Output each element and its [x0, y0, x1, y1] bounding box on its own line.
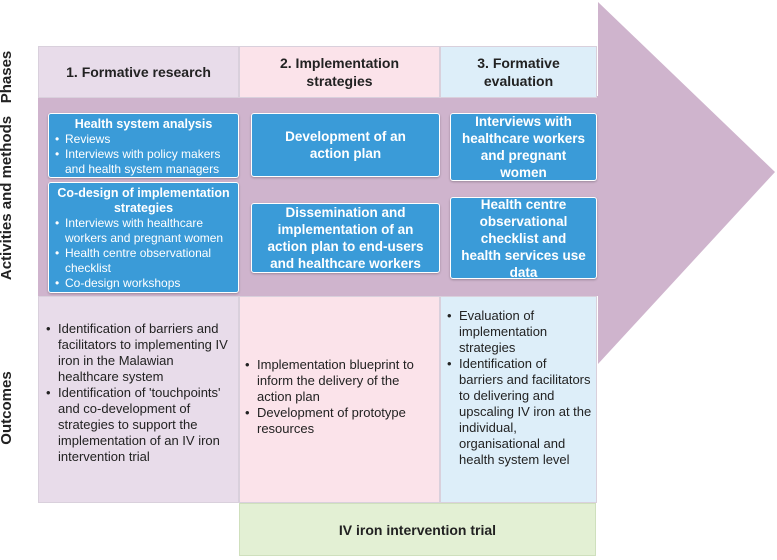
activity-item: Interviews with policy makers and health… — [55, 147, 232, 177]
activity-interviews: Interviews with healthcare workers and p… — [450, 113, 597, 181]
activity-action-plan: Development of an action plan — [251, 113, 440, 177]
activity-item: Interviews with healthcare workers and p… — [55, 216, 232, 246]
activity-title: Health system analysis — [74, 117, 213, 131]
activity-text: Health centre observational checklist an… — [461, 196, 586, 280]
outcome-item: Evaluation of implementation strategies — [447, 308, 593, 356]
activity-title: Co-design of implementation strategies — [57, 186, 230, 215]
activity-text: Dissemination and implementation of an a… — [267, 205, 424, 271]
outcome-item: Identification of barriers and facilitat… — [46, 321, 234, 385]
activity-text: Interviews with healthcare workers and p… — [461, 114, 586, 180]
outcome-item: Identification of 'touchpoints' and co-d… — [46, 385, 234, 465]
phase-header-2: 2. Implementation strategies — [239, 46, 440, 98]
phase-label: 3. Formative evaluation — [477, 55, 560, 89]
outcomes-list-3: Evaluation of implementation strategies … — [447, 308, 593, 468]
activity-text: Development of an action plan — [285, 129, 406, 161]
activity-health-system-analysis: Health system analysis Reviews Interview… — [48, 113, 239, 178]
outcomes-list-2: Implementation blueprint to inform the d… — [245, 357, 435, 437]
activity-item: Co-design workshops — [55, 276, 232, 291]
outcomes-list-1: Identification of barriers and facilitat… — [46, 321, 234, 465]
outcome-item: Development of prototype resources — [245, 405, 435, 437]
phase-label: 2. Implementation strategies — [279, 55, 400, 89]
row-label-outcomes: Outcomes — [0, 371, 15, 445]
phase-label: 1. Formative research — [66, 64, 211, 80]
phase-header-3: 3. Formative evaluation — [440, 46, 597, 98]
iv-iron-trial-box: IV iron intervention trial — [239, 503, 596, 556]
outcome-item: Implementation blueprint to inform the d… — [245, 357, 435, 405]
outcome-item: Identification of barriers and facilitat… — [447, 356, 593, 468]
row-label-activities: Activities and methods — [0, 115, 15, 281]
activity-co-design: Co-design of implementation strategies I… — [48, 182, 239, 293]
iv-iron-trial-label: IV iron intervention trial — [338, 521, 497, 538]
activity-observational-checklist: Health centre observational checklist an… — [450, 196, 597, 280]
activity-dissemination: Dissemination and implementation of an a… — [251, 203, 440, 273]
row-label-phases: Phases — [0, 50, 15, 104]
activity-item: Reviews — [55, 132, 232, 147]
activity-item: Health centre observational checklist — [55, 246, 232, 276]
phase-header-1: 1. Formative research — [38, 46, 239, 98]
